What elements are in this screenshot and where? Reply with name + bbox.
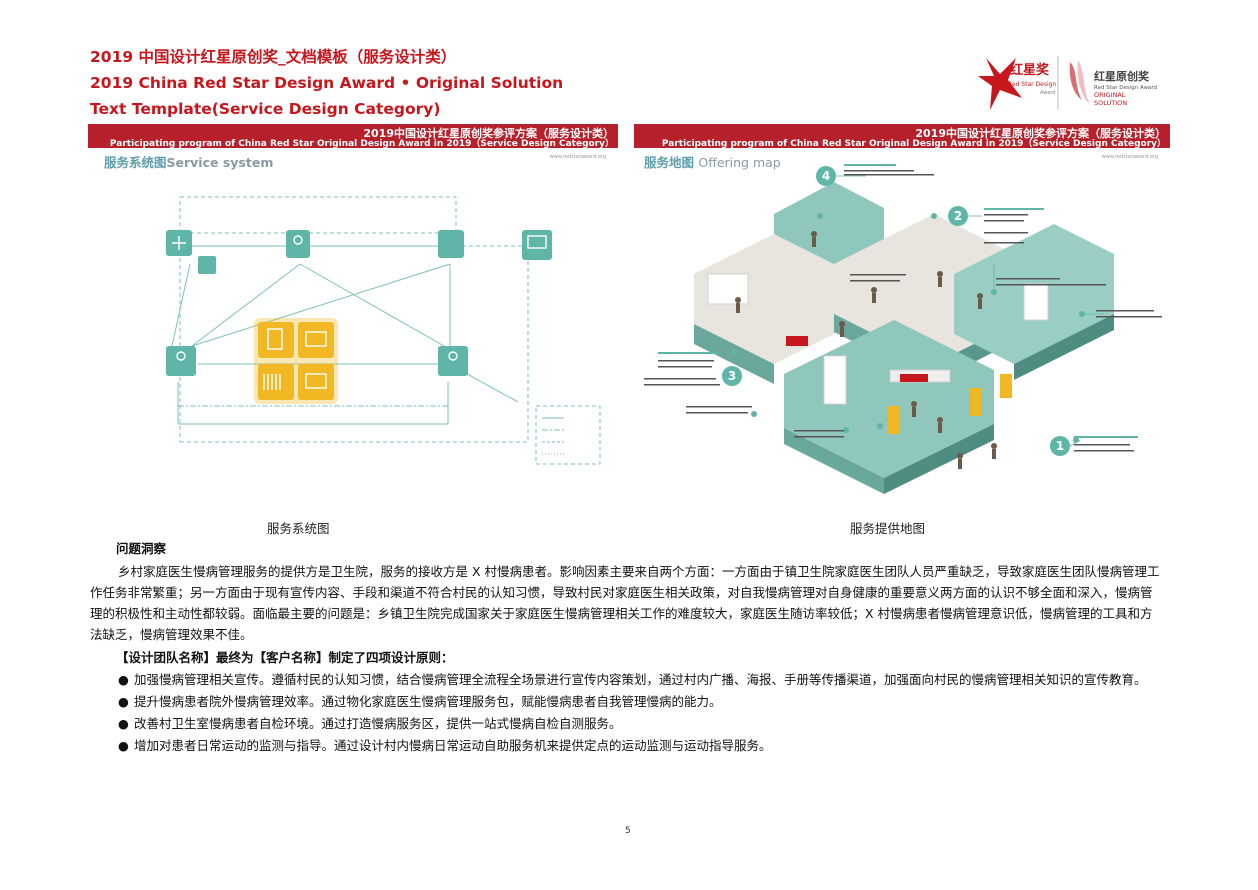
offering-map-illustration: 4 2 3 1 [644,164,1162,494]
header-title-en: 2019 China Red Star Design Award • Origi… [90,74,564,92]
signs [786,336,928,382]
paragraph-line-3: 理的积极性和主动性都较弱。面临最主要的问题是：乡镇卫生院完成国家关于家庭医生慢病… [90,606,1153,621]
principle-text: 加强慢病管理相关宣传。遵循村民的认知习惯，结合慢病管理全流程全场景进行宣传内容策… [134,672,1147,687]
legend-box [535,405,601,465]
panel-title: 服务系统图Service system [104,152,273,171]
principle-text: 改善村卫生室慢病患者自检环境。通过打造慢病服务区，提供一站式慢病自检自测服务。 [134,716,622,731]
step-numbers: 4 2 3 1 [728,169,1064,453]
pillars [888,374,1012,434]
panel-banner: 2019中国设计红星原创奖参评方案（服务设计类） Participating p… [634,124,1170,149]
logo-redstar-award: Award [1040,90,1056,96]
offering-map-panel: 2019中国设计红星原创奖参评方案（服务设计类） Participating p… [634,124,1170,499]
logo-redstar-en: Red Star Design [1008,81,1056,88]
people [735,231,997,469]
paragraph-line-2: 作任务非常繁重；另一方面由于现有宣传内容、手段和渠道不符合村民的认知习惯，导致村… [90,585,1153,600]
logo-original-line1: ORIGINAL [1094,91,1126,99]
banner-title-cn: 2019中国设计红星原创奖参评方案（服务设计类） [363,127,614,140]
actor-nodes [166,230,552,376]
svg-text:3: 3 [728,369,736,383]
panel-title: 服务地图 Offering map [644,152,781,171]
panel-url: www.redstaraward.org [549,154,606,160]
banner-title-cn: 2019中国设计红星原创奖参评方案（服务设计类） [915,127,1166,140]
panel-banner: 2019中国设计红星原创奖参评方案（服务设计类） Participating p… [88,124,618,149]
logo-original-en: Red Star Design Award [1094,85,1157,91]
document-header: 2019 中国设计红星原创奖_文档模板（服务设计类） 2019 China Re… [90,44,563,122]
banner-title-en: Participating program of China Red Star … [109,139,614,149]
principle-bullet-4: 增加对患者日常运动的监测与指导。通过设计村内慢病日常运动自助服务机来提供定点的运… [118,735,772,756]
red-star-logo: 红星奖 Red Star Design Award [978,58,1056,110]
svg-text:2: 2 [954,209,962,223]
principle-text: 提升慢病患者院外慢病管理效率。通过物化家庭医生慢病管理服务包，赋能慢病患者自我管… [134,694,722,709]
panel-url: www.redstaraward.org [1101,154,1158,160]
principle-bullet-3: 改善村卫生室慢病患者自检环境。通过打造慢病服务区，提供一站式慢病自检自测服务。 [118,713,622,734]
principles-heading: 【设计团队名称】最终为【客户名称】制定了四项设计原则： [116,650,454,665]
principle-bullet-1: 加强慢病管理相关宣传。遵循村民的认知习惯，结合慢病管理全流程全场景进行宣传内容策… [118,669,1147,690]
service-system-diagram [166,196,601,465]
callout-dots [731,213,1085,443]
paragraph-line-1: 乡村家庭医生慢病管理服务的提供方是卫生院，服务的接收方是 X 村慢病患者。影响因… [118,564,1160,579]
header-title-cn: 2019 中国设计红星原创奖_文档模板（服务设计类） [90,48,457,66]
toolkit-nodes [254,318,338,404]
section-heading: 问题洞察 [116,541,167,556]
principle-text: 增加对患者日常运动的监测与指导。通过设计村内慢病日常运动自助服务机来提供定点的运… [134,738,772,753]
logo-original-cn: 红星原创奖 [1094,69,1150,83]
panel-title-en: Service system [166,155,274,170]
panel-title-cn: 服务地图 [644,155,695,170]
panel-title-en: Offering map [698,155,781,170]
logo-original-line2: SOLUTION [1094,99,1127,107]
header-subtitle-en: Text Template(Service Design Category) [90,100,441,118]
banner-title-en: Participating program of China Red Star … [661,139,1166,149]
logo-redstar-cn: 红星奖 [1010,62,1050,78]
service-system-panel: 2019中国设计红星原创奖参评方案（服务设计类） Participating p… [88,124,618,499]
page-number: 5 [625,826,631,836]
callout-placeholder-lines [644,164,1162,452]
principle-bullet-2: 提升慢病患者院外慢病管理效率。通过物化家庭医生慢病管理服务包，赋能慢病患者自我管… [118,691,722,712]
callout-leaders [836,175,1104,447]
panel-title-cn: 服务系统图 [104,155,167,170]
caption-offering-map: 服务提供地图 [850,521,926,536]
svg-text:1: 1 [1056,439,1064,453]
legend-lines [542,417,564,455]
step-markers [722,166,1070,456]
caption-service-system: 服务系统图 [267,521,330,536]
svg-text:4: 4 [822,169,830,183]
original-solution-logo: 红星原创奖 Red Star Design Award ORIGINAL SOL… [1069,60,1157,107]
paragraph-line-4: 法缺乏，慢病管理效果不佳。 [90,627,253,642]
buildings [707,273,1049,405]
award-logos: 红星奖 Red Star Design Award 红星原创奖 Red Star… [978,50,1168,116]
